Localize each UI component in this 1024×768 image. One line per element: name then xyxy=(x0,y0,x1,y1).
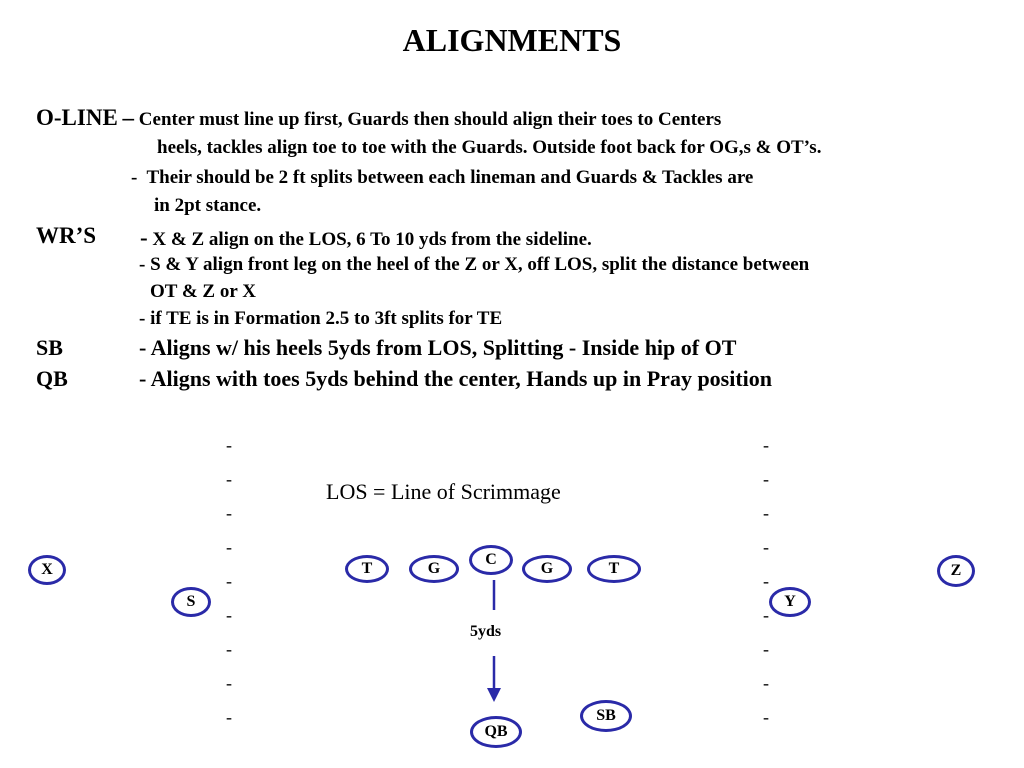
page-title: ALIGNMENTS xyxy=(402,22,622,58)
qb-text: - Aligns with toes 5yds behind the cente… xyxy=(139,366,773,391)
player-s: S xyxy=(171,587,211,617)
sideline-mark: - xyxy=(226,605,232,625)
wrs-line-1-text: - X & Z align on the LOS, 6 To 10 yds fr… xyxy=(140,226,592,252)
wrs-text-3: OT & Z or X xyxy=(150,281,256,302)
wrs-dash: - xyxy=(140,225,148,250)
sideline-mark: - xyxy=(226,707,232,727)
sideline-mark: - xyxy=(226,673,232,693)
wrs-text-1: X & Z align on the LOS, 6 To 10 yds from… xyxy=(152,229,592,250)
oline-line-3: - Their should be 2 ft splits between ea… xyxy=(131,166,753,190)
qb-depth-arrow xyxy=(487,580,501,702)
player-c: C xyxy=(469,545,513,575)
oline-text-3: Their should be 2 ft splits between each… xyxy=(146,167,754,188)
oline-label: O-LINE xyxy=(36,105,118,130)
player-z: Z xyxy=(937,555,975,587)
wrs-line-1: WR’S xyxy=(36,224,96,250)
sb-text: - Aligns w/ his heels 5yds from LOS, Spl… xyxy=(139,335,737,360)
player-x: X xyxy=(28,555,66,585)
sideline-mark: - xyxy=(763,707,769,727)
player-y: Y xyxy=(769,587,811,617)
los-label: LOS = Line of Scrimmage xyxy=(326,479,561,504)
oline-separator: – xyxy=(122,105,135,130)
sideline-mark: - xyxy=(226,469,232,489)
sideline-mark: - xyxy=(763,435,769,455)
sideline-mark: - xyxy=(763,571,769,591)
player-qb: QB xyxy=(470,716,522,748)
player-sb: SB xyxy=(580,700,632,732)
wrs-text-2: - S & Y align front leg on the heel of t… xyxy=(139,254,810,275)
sideline-mark: - xyxy=(763,503,769,523)
wrs-text-4: - if TE is in Formation 2.5 to 3ft split… xyxy=(139,308,503,329)
distance-label: 5yds xyxy=(470,623,502,640)
sideline-mark: - xyxy=(763,639,769,659)
sideline-mark: - xyxy=(226,435,232,455)
player-t-left: T xyxy=(345,555,389,583)
sideline-mark: - xyxy=(226,639,232,659)
sb-label: SB xyxy=(36,335,63,360)
sideline-mark: - xyxy=(763,537,769,557)
player-g-left: G xyxy=(409,555,459,583)
sideline-mark: - xyxy=(226,503,232,523)
oline-text-1: Center must line up first, Guards then s… xyxy=(138,109,722,130)
sideline-mark: - xyxy=(226,537,232,557)
player-t-right: T xyxy=(587,555,641,583)
player-g-right: G xyxy=(522,555,572,583)
oline-text-4: in 2pt stance. xyxy=(154,195,262,216)
oline-line-1: O-LINE – Center must line up first, Guar… xyxy=(36,106,721,132)
sideline-mark: - xyxy=(763,673,769,693)
sideline-mark: - xyxy=(226,571,232,591)
oline-text-2: heels, tackles align toe to toe with the… xyxy=(157,137,822,158)
sideline-mark: - xyxy=(763,605,769,625)
oline-dash: - xyxy=(131,167,138,188)
sideline-mark: - xyxy=(763,469,769,489)
qb-label: QB xyxy=(36,366,68,391)
wrs-label: WR’S xyxy=(36,223,97,248)
